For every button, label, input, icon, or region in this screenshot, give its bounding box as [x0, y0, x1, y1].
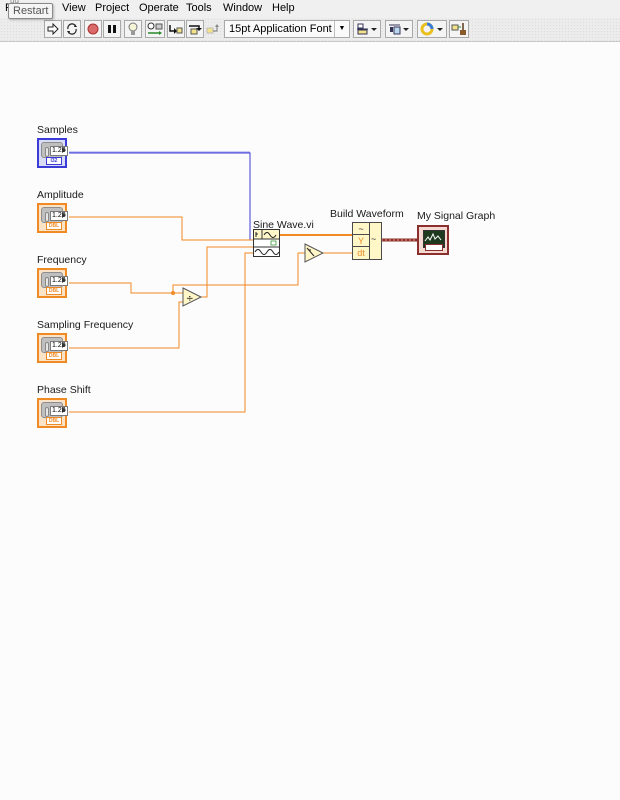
distribute-objects-icon	[389, 24, 409, 35]
divide-node[interactable]: ÷	[182, 287, 203, 307]
align-objects-icon	[357, 23, 377, 35]
build-waveform-input-dt: dt	[357, 248, 365, 258]
sine-wave-vi-node[interactable]	[253, 229, 280, 257]
build-waveform-node[interactable]: ~ Y dt ~	[352, 222, 382, 260]
menu-help[interactable]: Help	[272, 2, 295, 14]
phase-shift-label: Phase Shift	[37, 384, 91, 396]
step-out-icon	[206, 24, 219, 34]
phase-shift-type-tag: DBL	[46, 417, 62, 425]
menu-window[interactable]: Window	[223, 2, 263, 14]
step-into-icon	[169, 25, 183, 34]
reorder-icon	[420, 22, 443, 36]
wire-samples	[69, 152, 254, 241]
pause-icon	[108, 25, 116, 33]
wire-sampling-frequency	[69, 301, 184, 349]
reorder-button[interactable]	[417, 20, 447, 38]
step-over-icon	[189, 25, 202, 35]
phase-shift-control-terminal[interactable]: 1.23 DBL	[37, 398, 68, 428]
font-select-value: 15pt Application Font	[229, 23, 332, 35]
wire-divide-output	[201, 246, 254, 298]
wire-amplitude	[69, 216, 254, 241]
pause-button[interactable]	[103, 20, 121, 38]
samples-control-terminal[interactable]: 1.23 I32	[37, 138, 68, 168]
run-continuously-button[interactable]	[63, 20, 81, 38]
sampling-frequency-label: Sampling Frequency	[37, 319, 134, 331]
lightbulb-icon	[128, 22, 138, 35]
wire-frequency	[69, 282, 183, 294]
phase-shift-numeric-glyph: 1.23	[50, 406, 68, 416]
samples-numeric-glyph: 1.23	[50, 146, 68, 156]
frequency-label: Frequency	[37, 254, 87, 266]
divide-symbol: ÷	[186, 294, 194, 304]
step-into-button[interactable]	[167, 20, 185, 38]
sampling-frequency-type-tag: DBL	[46, 352, 62, 360]
my-signal-graph-indicator-terminal[interactable]	[417, 225, 449, 255]
graph-waveform-icon	[425, 244, 443, 251]
clean-up-diagram-button[interactable]	[449, 20, 469, 38]
menu-project[interactable]: Project	[95, 2, 130, 14]
frequency-type-tag: DBL	[46, 287, 62, 295]
retain-wire-values-button[interactable]	[145, 20, 165, 38]
font-select[interactable]: 15pt Application Font ▼	[224, 20, 350, 38]
window-title-fragment: ug	[10, 0, 19, 5]
sine-wave-label: Sine Wave.vi	[253, 219, 314, 231]
run-button[interactable]	[44, 20, 62, 38]
clean-up-diagram-icon	[451, 23, 466, 35]
restart-tooltip: Restart	[8, 3, 54, 19]
menu-view[interactable]: View	[62, 2, 86, 14]
amplitude-type-tag: DBL	[46, 222, 62, 230]
chevron-down-icon: ▼	[334, 21, 349, 37]
toolbar: 15pt Application Font ▼	[0, 18, 620, 42]
samples-label: Samples	[37, 124, 78, 136]
retain-wire-values-icon	[147, 22, 163, 35]
wire-frequency-branch	[172, 252, 306, 293]
menu-tools[interactable]: Tools	[186, 2, 212, 14]
build-waveform-label: Build Waveform	[330, 208, 404, 220]
block-diagram[interactable]: ÷ Samples 1.23 I32 Amplitude 1.23 DBL Fr…	[0, 42, 620, 800]
wire-junction-dot	[171, 291, 175, 295]
run-arrow-icon	[47, 23, 59, 35]
sampling-frequency-control-terminal[interactable]: 1.23 DBL	[37, 333, 68, 363]
samples-type-tag: I32	[46, 157, 62, 165]
frequency-control-terminal[interactable]: 1.23 DBL	[37, 268, 68, 298]
align-objects-button[interactable]	[353, 20, 381, 38]
amplitude-control-terminal[interactable]: 1.23 DBL	[37, 203, 68, 233]
wires-layer: ÷	[69, 151, 417, 413]
sine-wave-icon	[254, 230, 280, 255]
wire-phase-shift	[69, 252, 254, 413]
sampling-frequency-numeric-glyph: 1.23	[50, 341, 68, 351]
run-continuously-icon	[67, 23, 77, 35]
build-waveform-input-y: Y	[353, 235, 369, 247]
amplitude-label: Amplitude	[37, 189, 84, 201]
step-out-button[interactable]	[205, 20, 221, 38]
menu-bar: ug File View Project Operate Tools Windo…	[0, 0, 620, 19]
step-over-button[interactable]	[186, 20, 204, 38]
amplitude-numeric-glyph: 1.23	[50, 211, 68, 221]
my-signal-graph-label: My Signal Graph	[417, 210, 496, 222]
distribute-objects-button[interactable]	[385, 20, 413, 38]
abort-button[interactable]	[84, 20, 102, 38]
build-waveform-output: ~	[371, 234, 377, 244]
frequency-numeric-glyph: 1.23	[50, 276, 68, 286]
highlight-execution-button[interactable]	[124, 20, 142, 38]
reciprocal-node[interactable]	[304, 243, 325, 263]
abort-stop-icon	[87, 23, 99, 35]
menu-operate[interactable]: Operate	[139, 2, 179, 14]
build-waveform-input-waveform: ~	[353, 223, 369, 235]
